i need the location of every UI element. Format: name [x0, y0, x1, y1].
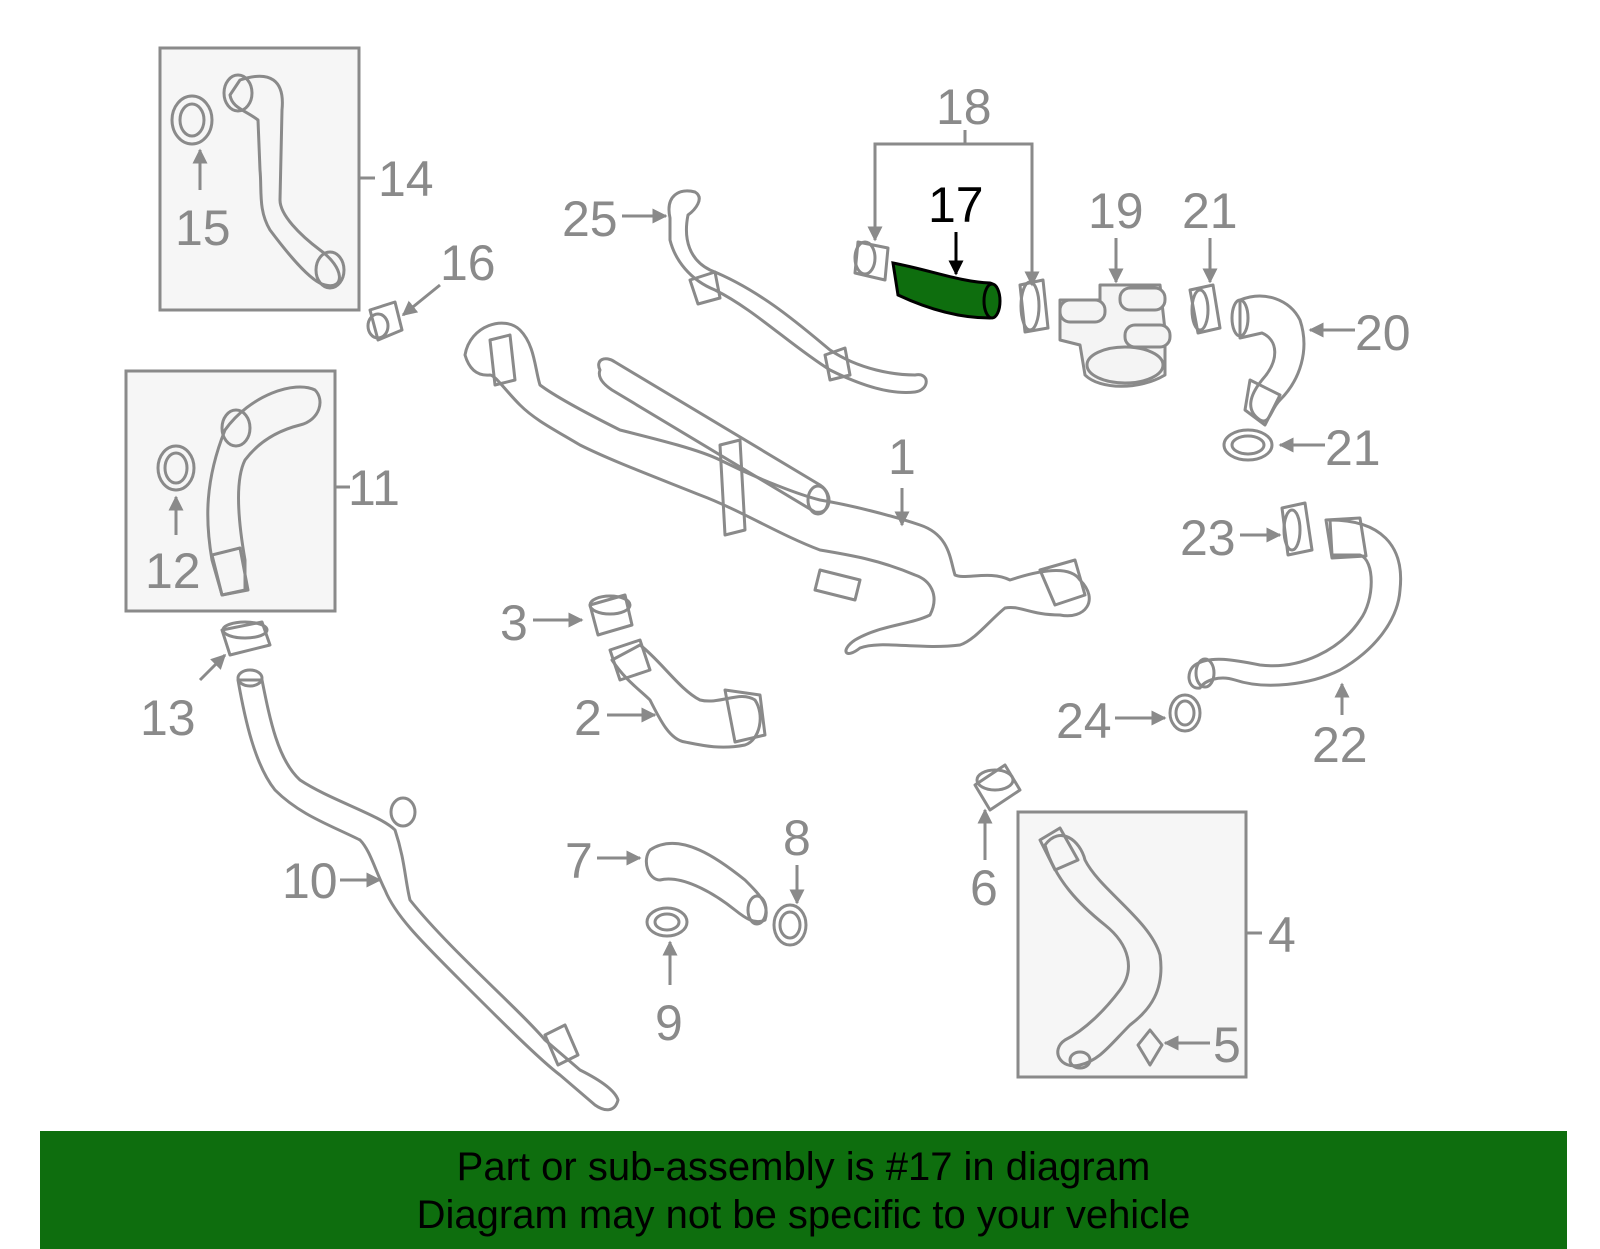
banner-line-1: Part or sub-assembly is #17 in diagram [456, 1145, 1151, 1189]
callout-21-top: 21 [1182, 183, 1238, 239]
part-9-clamp [645, 906, 689, 938]
part-11-hose [206, 385, 322, 597]
part-3-clamp [588, 593, 634, 637]
part-21-clamp-bottom [1222, 428, 1274, 462]
part-20-hose [1230, 294, 1306, 427]
part-2-hose [608, 638, 767, 749]
part-17-hose-highlighted [891, 261, 1002, 320]
callout-22: 22 [1312, 717, 1368, 773]
callout-3: 3 [500, 595, 528, 651]
callout-19: 19 [1088, 183, 1144, 239]
callout-21-bottom: 21 [1325, 420, 1381, 476]
callout-15: 15 [175, 200, 231, 256]
part-8-clamp [772, 903, 808, 947]
part-14-hose [222, 73, 346, 290]
callout-5: 5 [1213, 1017, 1241, 1073]
callout-17: 17 [928, 177, 984, 233]
part-6-clamp [973, 763, 1022, 812]
banner-line-2: Diagram may not be specific to your vehi… [416, 1193, 1191, 1237]
part-18-clamp-right [1018, 278, 1050, 334]
callout-25: 25 [562, 191, 618, 247]
callout-2: 2 [574, 690, 602, 746]
info-banner: Part or sub-assembly is #17 in diagram D… [40, 1131, 1567, 1249]
callout-14: 14 [378, 151, 434, 207]
callout-18: 18 [936, 79, 992, 135]
part-22-hose [1187, 516, 1403, 690]
callout-24: 24 [1056, 693, 1112, 749]
callout-11: 11 [348, 460, 400, 516]
callout-12: 12 [145, 543, 201, 599]
callout-13: 13 [140, 690, 196, 746]
part-10-pipe [236, 668, 620, 1112]
part-5-clip [1136, 1028, 1164, 1067]
part-4-hose [1038, 826, 1163, 1070]
callout-10: 10 [282, 853, 338, 909]
part-12-ring [156, 444, 196, 492]
part-23-clamp [1280, 501, 1314, 557]
callout-23: 23 [1180, 510, 1236, 566]
callout-18-bracket [873, 142, 1034, 277]
part-7-hose [644, 842, 768, 926]
part-13-clamp [220, 620, 272, 657]
callout-8: 8 [783, 810, 811, 866]
part-24-clamp [1168, 693, 1202, 733]
callout-20: 20 [1355, 305, 1411, 361]
part-16-clamp [366, 300, 404, 342]
box-part-4 [1016, 810, 1248, 1079]
callout-16: 16 [440, 235, 496, 291]
part-19-valve [1058, 283, 1172, 388]
callout-7: 7 [565, 833, 593, 889]
callout-9: 9 [655, 995, 683, 1051]
part-18-clamp-left [853, 240, 890, 282]
callout-4: 4 [1268, 907, 1296, 963]
part-15-ring [170, 94, 214, 146]
part-1-assembly [463, 321, 1091, 655]
callout-1: 1 [888, 429, 916, 485]
part-25-tube [667, 189, 928, 395]
callout-6: 6 [970, 860, 998, 916]
part-21-clamp-top [1188, 283, 1222, 335]
